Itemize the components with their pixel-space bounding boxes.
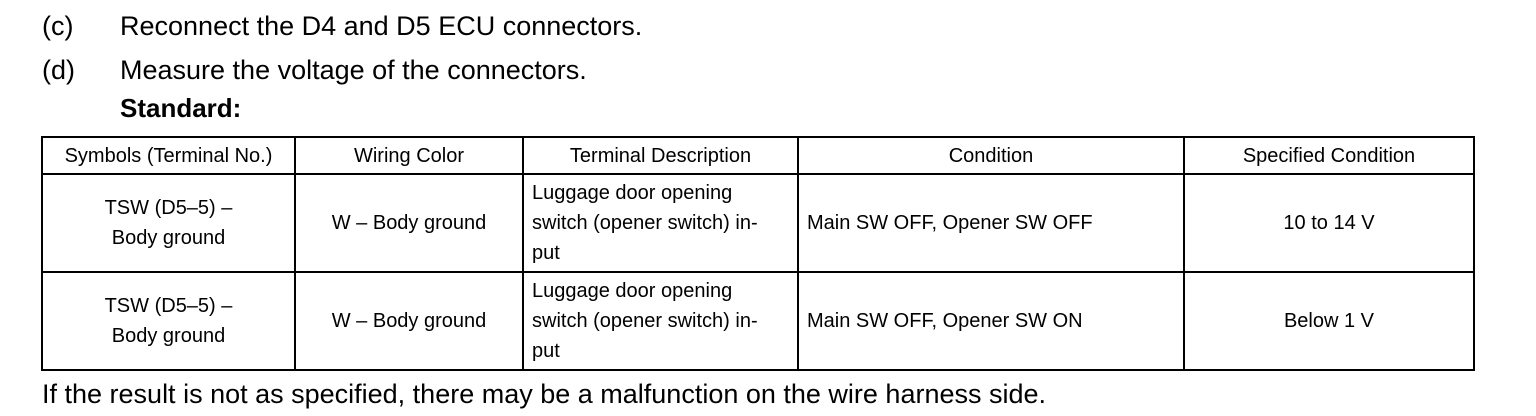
description-line: put: [532, 242, 560, 264]
symbol-line: TSW (D5–5) –: [104, 295, 233, 317]
header-specified-condition: Specified Condition: [1183, 136, 1475, 175]
header-wiring-color: Wiring Color: [294, 136, 524, 175]
symbol-line: TSW (D5–5) –: [104, 197, 233, 219]
table-row: TSW (D5–5) – Body ground W – Body ground…: [41, 173, 1475, 273]
cell-wiring-color: W – Body ground: [294, 173, 524, 273]
cell-terminal-description: Luggage door opening switch (opener swit…: [522, 173, 799, 273]
step-d-letter: (d): [42, 55, 75, 85]
description-line: switch (opener switch) in-: [532, 310, 758, 332]
header-symbols: Symbols (Terminal No.): [41, 136, 296, 175]
step-c: (c) Reconnect the D4 and D5 ECU connector…: [42, 10, 642, 42]
header-condition: Condition: [797, 136, 1185, 175]
cell-wiring-color: W – Body ground: [294, 271, 524, 371]
cell-specified-condition: Below 1 V: [1183, 271, 1475, 371]
step-d-text: Measure the voltage of the connectors.: [120, 55, 587, 85]
description-line: Luggage door opening: [532, 182, 733, 204]
description-line: Luggage door opening: [532, 280, 733, 302]
step-d: (d) Measure the voltage of the connectors…: [42, 54, 587, 86]
step-c-text: Reconnect the D4 and D5 ECU connectors.: [120, 11, 643, 41]
description-line: put: [532, 340, 560, 362]
cell-specified-condition: 10 to 14 V: [1183, 173, 1475, 273]
cell-terminal-description: Luggage door opening switch (opener swit…: [522, 271, 799, 371]
standard-label: Standard:: [120, 93, 242, 123]
result-note: If the result is not as specified, there…: [42, 379, 1047, 409]
voltage-spec-table: Symbols (Terminal No.) Wiring Color Term…: [41, 136, 1475, 371]
step-c-letter: (c): [42, 11, 74, 41]
table-row: TSW (D5–5) – Body ground W – Body ground…: [41, 271, 1475, 371]
cell-condition: Main SW OFF, Opener SW OFF: [797, 173, 1185, 273]
header-terminal-description: Terminal Description: [522, 136, 799, 175]
description-line: switch (opener switch) in-: [532, 212, 758, 234]
table-header-row: Symbols (Terminal No.) Wiring Color Term…: [41, 136, 1475, 175]
cell-symbol: TSW (D5–5) – Body ground: [41, 271, 296, 371]
cell-condition: Main SW OFF, Opener SW ON: [797, 271, 1185, 371]
cell-symbol: TSW (D5–5) – Body ground: [41, 173, 296, 273]
symbol-line: Body ground: [111, 325, 226, 347]
symbol-line: Body ground: [111, 227, 226, 249]
